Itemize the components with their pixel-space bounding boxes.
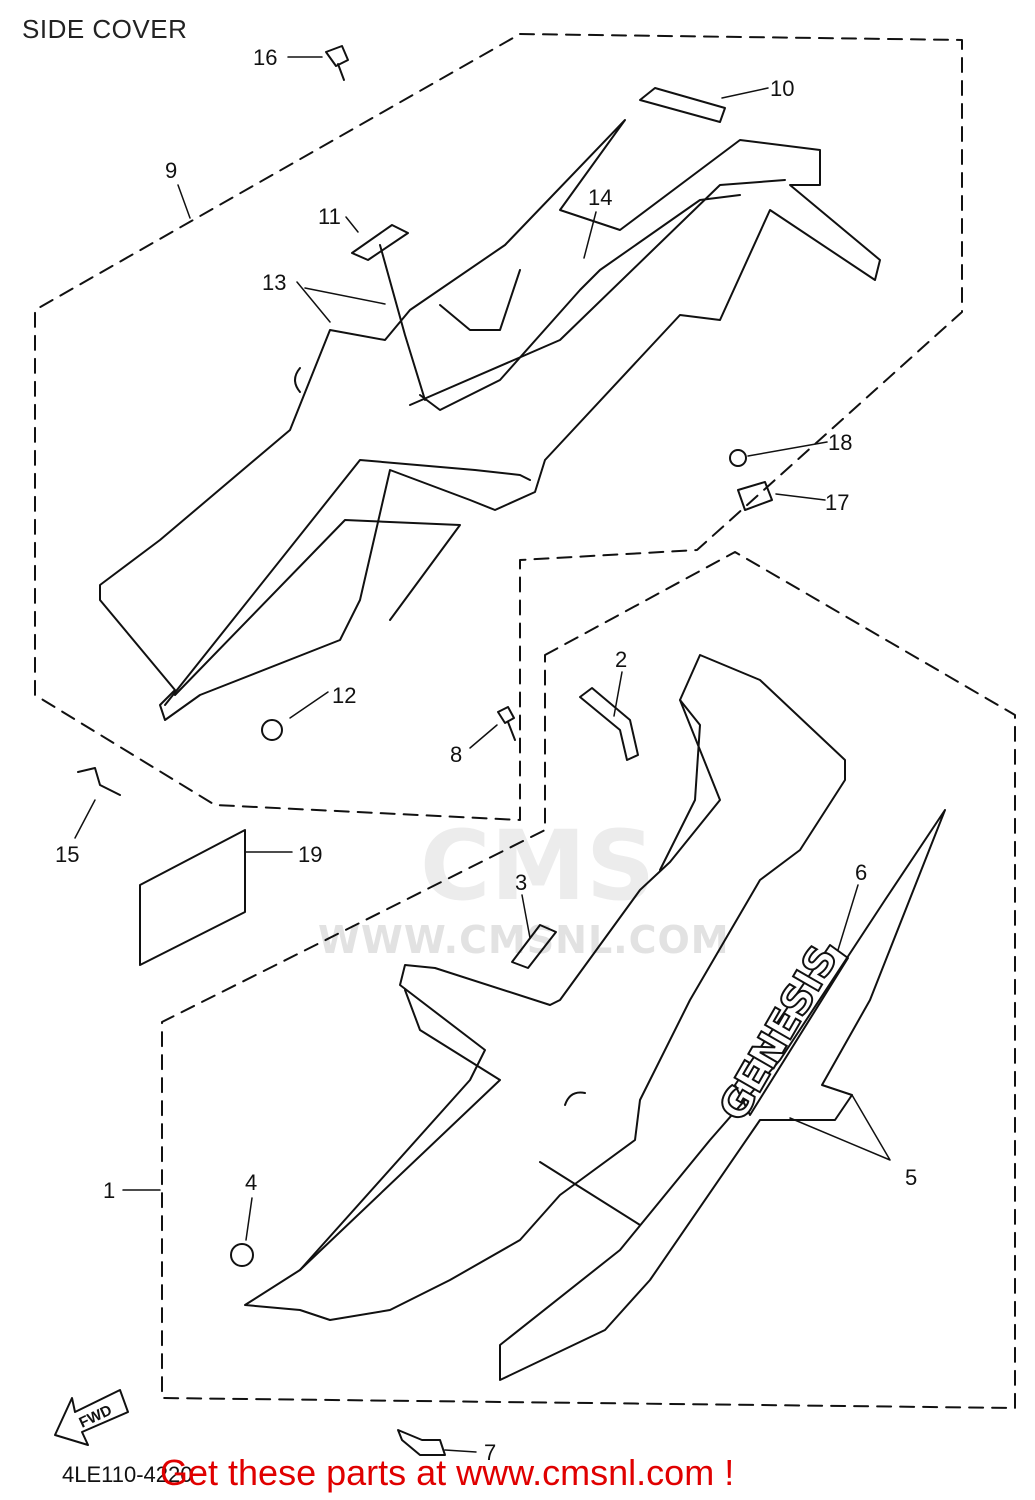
side-cover-part-1	[244, 654, 846, 1321]
grommet-part-12	[261, 719, 283, 741]
callout-16: 16	[253, 45, 277, 70]
grommet-part-4	[230, 1243, 254, 1267]
callout-12: 12	[332, 683, 356, 708]
screw-part-18	[729, 449, 747, 467]
watermark-logo: CMS	[420, 810, 656, 922]
callout-15: 15	[55, 842, 79, 867]
side-panel-part-5	[499, 809, 946, 1381]
bolt-part-16	[325, 45, 349, 81]
emblem-part-6	[734, 944, 849, 1116]
page-title: SIDE COVER	[22, 14, 188, 44]
screw-part-8	[497, 706, 516, 741]
callout-2: 2	[615, 647, 627, 672]
fwd-arrow	[54, 1389, 129, 1446]
callout-1: 1	[103, 1178, 115, 1203]
label-part-11	[351, 224, 409, 261]
clip-part-17	[737, 481, 773, 511]
brand-emblem-text: GENESIS	[710, 938, 847, 1129]
callout-7: 7	[484, 1440, 496, 1465]
callout-9: 9	[165, 158, 177, 183]
callout-17: 17	[825, 490, 849, 515]
rear-cover-part-9	[99, 119, 881, 721]
sheet-part-19	[139, 829, 246, 966]
bolt-part-15	[77, 767, 121, 796]
callout-18: 18	[828, 430, 852, 455]
callout-6: 6	[855, 860, 867, 885]
callout-13: 13	[262, 270, 286, 295]
bolt-part-7	[397, 1429, 446, 1456]
pad-part-3	[511, 924, 557, 969]
callout-8: 8	[450, 742, 462, 767]
callout-19: 19	[298, 842, 322, 867]
callout-5: 5	[905, 1165, 917, 1190]
diagram-code: 4LE110-4220	[62, 1462, 193, 1487]
strip-part-10	[639, 87, 726, 123]
callout-14: 14	[588, 185, 612, 210]
strip-part-2	[579, 687, 639, 761]
callout-10: 10	[770, 76, 794, 101]
callout-11: 11	[318, 204, 341, 229]
promo-banner: Get these parts at www.cmsnl.com !	[160, 1452, 735, 1493]
callout-3: 3	[515, 870, 527, 895]
callout-4: 4	[245, 1170, 257, 1195]
group-boundary-upper	[34, 33, 963, 821]
group-boundary-lower	[161, 551, 1016, 1409]
watermark-url: WWW.CMSNL.COM	[318, 918, 730, 962]
